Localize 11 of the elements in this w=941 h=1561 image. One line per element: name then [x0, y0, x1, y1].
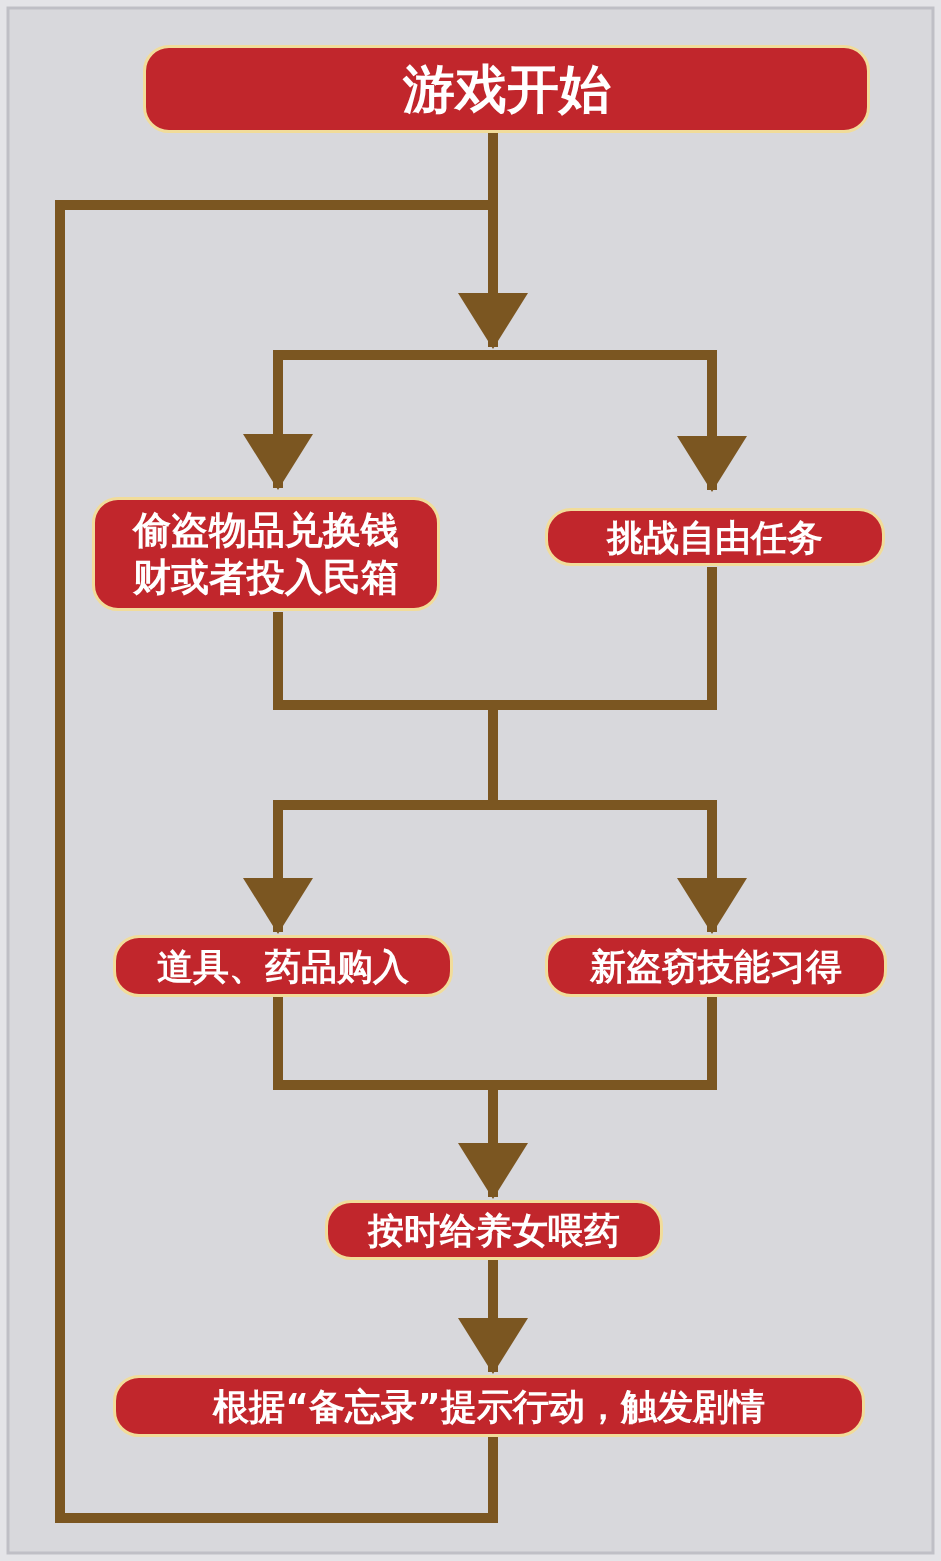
step-box: 道具、药品购入 — [113, 935, 453, 997]
step-box: 按时给养女喂药 — [325, 1200, 663, 1260]
connector-line — [55, 200, 498, 1523]
step-box: 挑战自由任务 — [545, 508, 885, 566]
arrow — [458, 1260, 528, 1374]
step-box: 根据“备忘录”提示行动，触发剧情 — [113, 1375, 865, 1437]
step-box: 偷盗物品兑换钱财或者投入民箱 — [92, 497, 440, 611]
step-box: 新盗窃技能习得 — [545, 935, 887, 997]
arrow — [243, 350, 493, 490]
title-box: 游戏开始 — [143, 45, 870, 133]
arrow — [493, 350, 747, 492]
